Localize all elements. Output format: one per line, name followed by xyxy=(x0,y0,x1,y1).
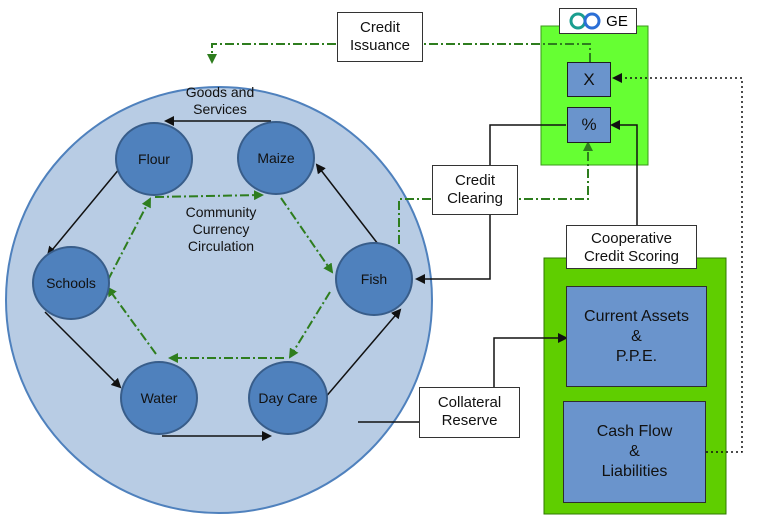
node-water: Water xyxy=(120,361,198,435)
cash-flow-box: Cash Flow&Liabilities xyxy=(563,401,706,503)
arrow-fish-maize xyxy=(315,163,379,245)
node-daycare: Day Care xyxy=(248,361,328,435)
arrow-flour-schools xyxy=(46,167,121,257)
node-fish: Fish xyxy=(335,242,413,316)
ge-logo-icon xyxy=(569,12,601,30)
node-flour: Flour xyxy=(115,122,193,196)
current-assets-box: Current Assets&P.P.E. xyxy=(566,286,707,387)
arrow-daycare-fish xyxy=(323,308,402,400)
node-maize: Maize xyxy=(237,121,315,195)
center-label: Community Currency Circulation xyxy=(185,204,257,254)
node-schools: Schools xyxy=(32,246,110,320)
arrow-schools-water xyxy=(44,311,122,389)
ge-box-percent: % xyxy=(567,107,611,143)
ge-box-x: X xyxy=(567,62,611,97)
ge-header: GE xyxy=(559,8,637,34)
ge-label: GE xyxy=(606,12,628,30)
circle-title: Goods and Services xyxy=(185,84,255,117)
